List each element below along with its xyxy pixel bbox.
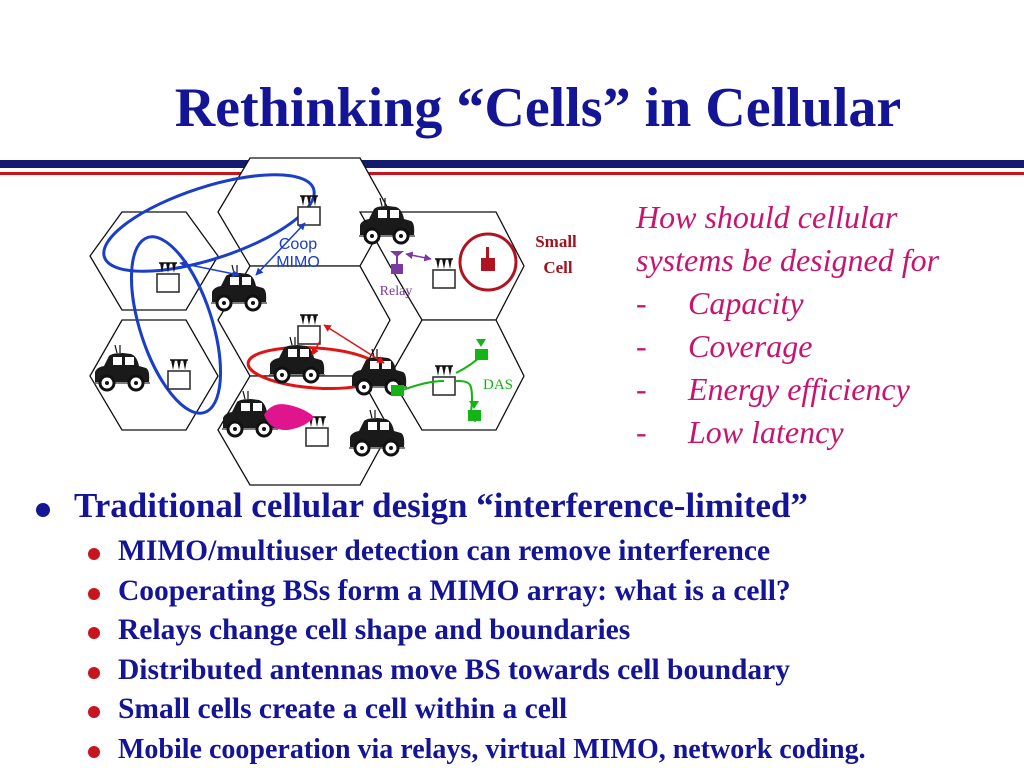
label-das: DAS — [483, 377, 513, 393]
design-questions: How should cellular systems be designed … — [636, 196, 1016, 454]
question-item-text: Capacity — [688, 285, 804, 321]
sub-bullet-text: Relays change cell shape and boundaries — [118, 614, 631, 646]
sub-bullet-text: Small cells create a cell within a cell — [118, 693, 568, 725]
sub-bullet: Mobile cooperation via relays, virtual M… — [30, 730, 1020, 768]
label-relay: Relay — [380, 284, 413, 299]
cellular-network-diagram: Coop MIMO Relay Small Cell DAS — [89, 157, 577, 486]
title-rule-red — [0, 172, 1024, 175]
bullet-list: Traditional cellular design “interferenc… — [30, 486, 1020, 768]
bullet-dot-icon — [88, 706, 100, 718]
small-cell-circle — [458, 232, 518, 292]
sub-bullet: Distributed antennas move BS towards cel… — [30, 651, 1020, 691]
sub-bullet-text: MIMO/multiuser detection can remove inte… — [118, 535, 771, 567]
sub-bullet: MIMO/multiuser detection can remove inte… — [30, 532, 1020, 572]
sub-bullet-text: Distributed antennas move BS towards cel… — [118, 653, 791, 686]
question-item: - Coverage — [636, 325, 1016, 368]
dash-marker: - — [636, 414, 647, 450]
das-antenna-icon — [391, 339, 488, 421]
label-mimo: MIMO — [276, 254, 320, 271]
question-item-text: Energy efficiency — [688, 371, 910, 407]
coop-mimo-ellipse-top — [102, 173, 316, 273]
question-item: - Energy efficiency — [636, 368, 1016, 411]
sub-bullet-text: Cooperating BSs form a MIMO array: what … — [118, 574, 791, 607]
title-rule-blue — [0, 160, 1024, 168]
question-item-text: Low latency — [688, 414, 844, 450]
sub-bullet: Small cells create a cell within a cell — [30, 690, 1020, 730]
main-bullet: Traditional cellular design “interferenc… — [30, 486, 1020, 526]
label-coop: Coop — [279, 236, 317, 253]
bullet-dot-icon — [88, 627, 100, 639]
bullet-dot-icon — [88, 745, 100, 758]
main-bullet-text: Traditional cellular design “interferenc… — [74, 486, 808, 525]
small-cell-station-icon — [481, 247, 495, 271]
question-item: - Capacity — [636, 282, 1016, 325]
relay-icon — [390, 251, 404, 274]
bullet-dot-icon — [88, 587, 100, 600]
question-intro-line1: How should cellular — [636, 199, 898, 235]
sub-bullet-text: Mobile cooperation via relays, virtual M… — [118, 733, 866, 765]
coverage-blob — [264, 404, 314, 431]
label-small: Small — [535, 232, 577, 251]
sub-bullet: Relays change cell shape and boundaries — [30, 611, 1020, 651]
bullet-dot-icon — [88, 548, 100, 560]
bullet-dot-icon — [88, 666, 100, 679]
label-cell: Cell — [543, 258, 573, 277]
slide-title: Rethinking “Cells” in Cellular — [174, 77, 902, 139]
question-item-text: Coverage — [688, 328, 813, 364]
sub-bullet: Cooperating BSs form a MIMO array: what … — [30, 572, 1020, 612]
question-item: - Low latency — [636, 411, 1016, 454]
dash-marker: - — [636, 285, 647, 321]
dash-marker: - — [636, 328, 647, 364]
question-intro-line2: systems be designed for — [636, 242, 940, 278]
dash-marker: - — [636, 371, 647, 407]
coop-mimo-ellipse-left — [129, 235, 223, 415]
bullet-dot-icon — [36, 503, 50, 517]
